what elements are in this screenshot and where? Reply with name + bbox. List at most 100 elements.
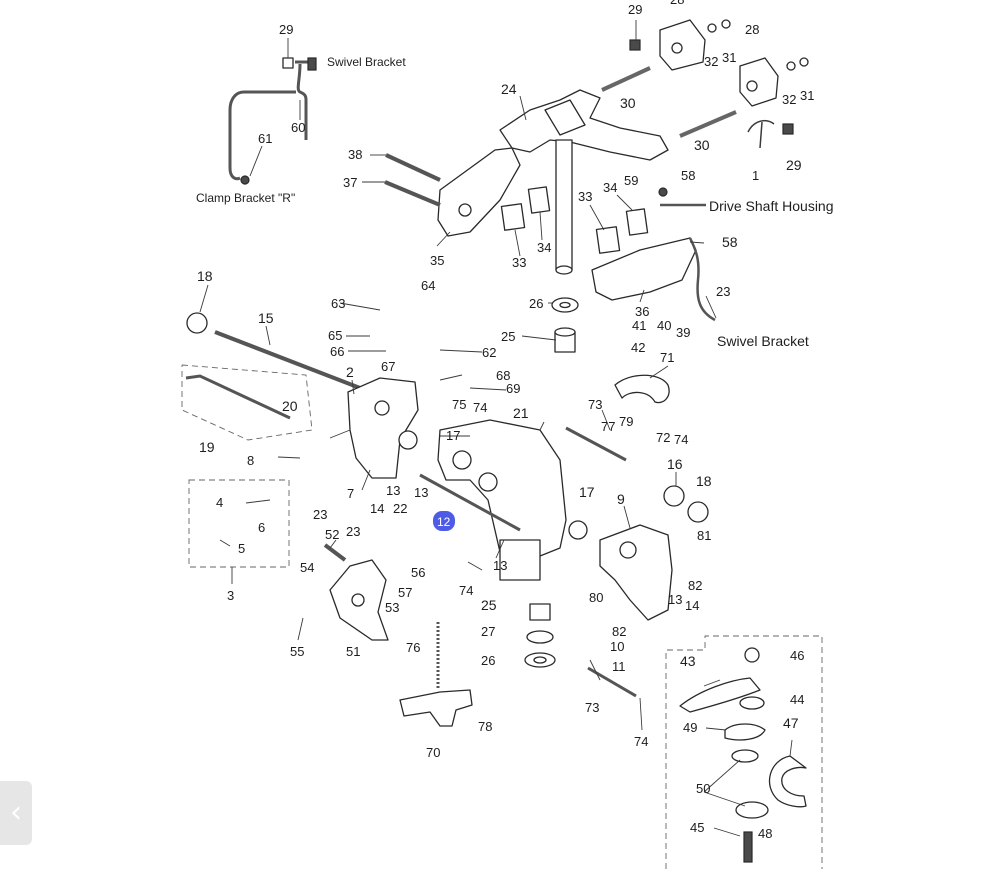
bolt-59 xyxy=(658,187,668,197)
callout-label: 35 xyxy=(430,253,444,268)
callout-label: 29 xyxy=(786,157,802,173)
callout-label: 80 xyxy=(589,590,603,605)
callout-label: 25 xyxy=(501,329,515,344)
callout-label: 31 xyxy=(800,88,814,103)
bolt-38 xyxy=(385,153,441,182)
callout-label: 16 xyxy=(667,456,683,472)
callout-label: 14 xyxy=(685,598,699,613)
callout-label: 73 xyxy=(588,397,602,412)
washer-26b-hole xyxy=(533,656,547,664)
callout-label: 37 xyxy=(343,175,357,190)
rod-73 xyxy=(565,426,627,462)
washer-26-hole xyxy=(559,301,571,309)
callout-label: 17 xyxy=(446,428,460,443)
callout-label: 32 xyxy=(782,92,796,107)
callout-label: 69 xyxy=(506,381,520,396)
bolt-37 xyxy=(384,180,441,207)
callout-label: 64 xyxy=(421,278,435,293)
nut-31a xyxy=(721,19,731,29)
bolt-29b xyxy=(629,39,641,51)
housing-lower xyxy=(499,539,541,581)
callout-label: 9 xyxy=(617,491,625,507)
callout-label: 30 xyxy=(620,95,636,111)
callout-label: 78 xyxy=(478,719,492,734)
callout-label: 2 xyxy=(346,364,354,380)
callout-label: 41 xyxy=(632,318,646,333)
chevron-left-icon: ‹ xyxy=(10,795,22,830)
callout-label: 33 xyxy=(512,255,526,270)
nut-46 xyxy=(744,647,760,663)
callout-label: 5 xyxy=(238,541,245,556)
callout-label: 20 xyxy=(282,398,298,414)
back-tab[interactable]: ‹ xyxy=(0,781,32,845)
callout-label: 57 xyxy=(398,585,412,600)
clamp-28-left-hole xyxy=(671,42,683,54)
bolt-29-top xyxy=(282,57,294,69)
callout-label: 65 xyxy=(328,328,342,343)
callout-label: 36 xyxy=(635,304,649,319)
steering-arm-hub xyxy=(544,99,586,136)
callout-label: 72 xyxy=(656,430,670,445)
bracket-35-hole xyxy=(458,203,472,217)
bolt-29c xyxy=(782,123,794,135)
caption-swivel-bracket-top: Swivel Bracket xyxy=(327,55,406,69)
callout-label: 23 xyxy=(313,507,327,522)
caption-drive-shaft-housing: Drive Shaft Housing xyxy=(709,198,834,214)
callout-label: 15 xyxy=(258,310,274,326)
callout-label: 74 xyxy=(634,734,648,749)
callout-label: 32 xyxy=(704,54,718,69)
callout-label: 6 xyxy=(258,520,265,535)
bracket-9-hole xyxy=(619,541,637,559)
callout-label: 42 xyxy=(631,340,645,355)
handle-71 xyxy=(614,374,670,404)
highlighted-callout-12[interactable]: 12 xyxy=(433,511,455,531)
bracket-35 xyxy=(437,147,521,237)
group-box-19 xyxy=(181,364,313,441)
callout-label: 60 xyxy=(291,120,305,135)
caption-swivel-bracket-right: Swivel Bracket xyxy=(717,333,809,349)
callout-label: 27 xyxy=(481,624,495,639)
callout-label: 67 xyxy=(381,359,395,374)
bracket-9 xyxy=(599,524,673,621)
callout-label: 70 xyxy=(426,745,440,760)
callout-label: 82 xyxy=(612,624,626,639)
callout-label: 43 xyxy=(680,653,696,669)
spring-1 xyxy=(747,119,775,149)
callout-label: 29 xyxy=(279,22,293,37)
pad-34b xyxy=(625,208,649,236)
callout-label: 66 xyxy=(330,344,344,359)
callout-label: 14 xyxy=(370,501,384,516)
callout-label: 1 xyxy=(752,168,759,183)
callout-label: 13 xyxy=(668,592,682,607)
callout-label: 59 xyxy=(624,173,638,188)
callout-label: 22 xyxy=(393,501,407,516)
callout-label: 30 xyxy=(694,137,710,153)
callout-label: 58 xyxy=(681,168,695,183)
pad-33b xyxy=(595,226,621,254)
callout-label: 50 xyxy=(696,781,710,796)
callout-label: 25 xyxy=(481,597,497,613)
washer-32a xyxy=(707,23,717,33)
clamp-28-right xyxy=(739,57,779,107)
callout-label: 53 xyxy=(385,600,399,615)
callout-label: 29 xyxy=(628,2,642,17)
callout-label: 19 xyxy=(199,439,215,455)
callout-label: 10 xyxy=(610,639,624,654)
callout-label: 48 xyxy=(758,826,772,841)
housing-hole-a xyxy=(452,450,472,470)
bushing-16 xyxy=(663,485,685,507)
bolt-61 xyxy=(240,175,250,185)
callout-label: 13 xyxy=(493,558,507,573)
callout-label: 63 xyxy=(331,296,345,311)
callout-label: 34 xyxy=(603,180,617,195)
callout-label: 49 xyxy=(683,720,697,735)
callout-label: 18 xyxy=(197,268,213,284)
callout-label: 73 xyxy=(585,700,599,715)
callout-label: 3 xyxy=(227,588,234,603)
cable-end xyxy=(307,57,317,71)
bracket-36 xyxy=(591,237,697,301)
callout-label: 7 xyxy=(347,486,354,501)
cable-58 xyxy=(660,203,716,322)
steering-shaft xyxy=(555,139,573,271)
